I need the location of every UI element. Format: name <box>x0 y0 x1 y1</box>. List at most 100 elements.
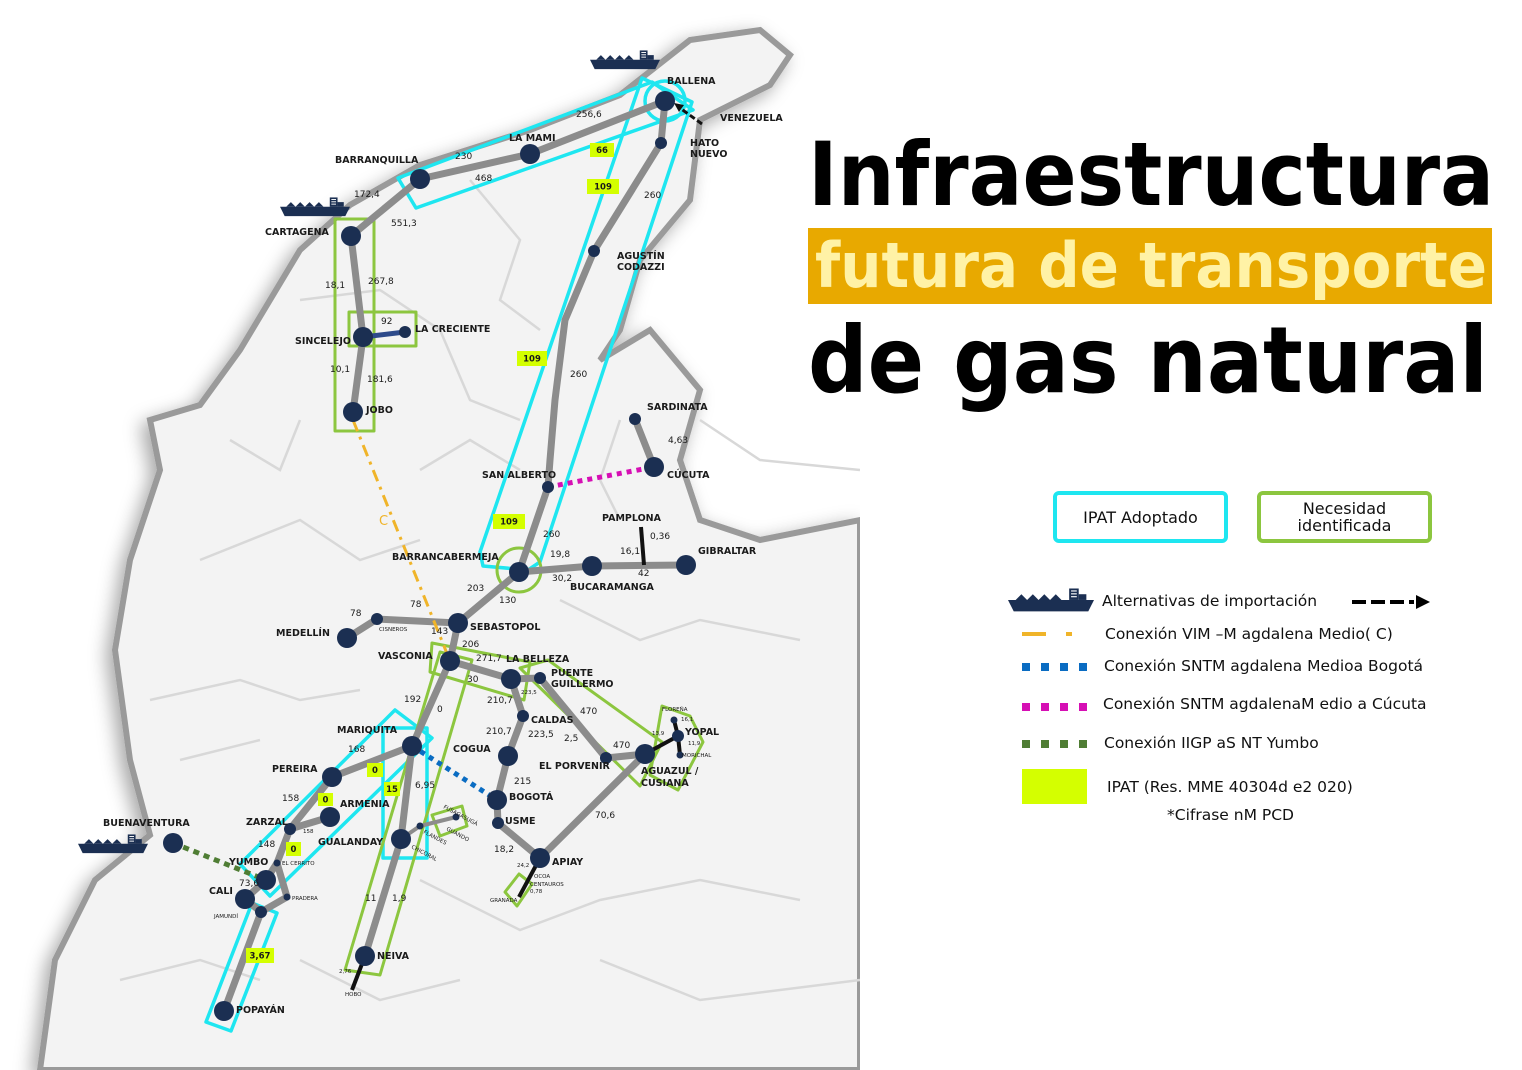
flow-value: 158 <box>282 794 299 804</box>
ipat-value: 0 <box>291 845 297 855</box>
pipeline-black <box>639 526 646 566</box>
flow-value: 551,3 <box>391 219 417 229</box>
flow-value: 192 <box>404 695 421 705</box>
pipeline-segment <box>454 568 523 627</box>
ship-icon-cartagena <box>280 197 350 217</box>
iigp-line-icon <box>1022 740 1088 748</box>
flow-value: 92 <box>381 317 392 327</box>
ipat-adopted-legend-box: IPAT Adoptado <box>1053 491 1228 543</box>
node-small <box>672 730 684 742</box>
node-tiny <box>283 893 291 901</box>
flow-value: 78 <box>350 609 362 619</box>
ship-icon-ballena <box>590 50 660 70</box>
title-line-3: de gas natural <box>808 307 1488 414</box>
vim-connection <box>351 419 452 662</box>
flow-value: 256,6 <box>576 110 602 120</box>
node-tiny <box>273 859 281 867</box>
need-identified-outline <box>648 704 705 792</box>
node-large <box>440 651 460 671</box>
flow-value: 19,8 <box>550 550 570 560</box>
flow-value: 468 <box>475 174 492 184</box>
legend-sntm-bogota-label: Conexión SNTM agdalena Medioa Bogotá <box>1104 657 1424 675</box>
ipat-badge <box>384 782 400 796</box>
dashed-arrow-icon <box>1352 595 1430 609</box>
node-small <box>492 817 504 829</box>
node-large <box>337 628 357 648</box>
small-label: 11,9 <box>688 741 701 747</box>
city-label: MEDELLÍN <box>276 627 330 639</box>
ipat-adopted-label: IPAT Adoptado <box>1083 507 1198 527</box>
flow-value: 148 <box>258 840 275 850</box>
city-label: VENEZUELA <box>720 113 783 124</box>
legend-iigp: Conexión IIGP aS NT Yumbo <box>1008 734 1488 756</box>
node-small <box>655 137 667 149</box>
ipat-badge <box>590 143 614 157</box>
vim-line-icon <box>1022 632 1072 636</box>
node-large <box>635 744 655 764</box>
small-label: OCOA <box>534 874 550 880</box>
pipeline-segment <box>347 97 669 240</box>
flow-value: 203 <box>467 584 484 594</box>
flow-value: 4,63 <box>668 436 688 446</box>
node-small <box>517 710 529 722</box>
legend-vim-label: Conexión VIM –M agdalena Medio( C) <box>1105 625 1393 643</box>
ipat-badge <box>318 793 333 806</box>
legend-note-label: *Cifrase nM PCD <box>1167 806 1294 824</box>
flow-value: 10,1 <box>330 365 350 375</box>
ipat-badge <box>246 948 274 963</box>
flow-value: 6,95 <box>415 781 435 791</box>
city-label: BARRANCABERMEJA <box>392 552 499 563</box>
city-label: JOBO <box>365 405 393 416</box>
flow-value: 260 <box>570 370 587 380</box>
city-label: USME <box>505 816 536 827</box>
node-large <box>582 556 602 576</box>
need-identified-outline <box>503 872 534 908</box>
node-large <box>498 746 518 766</box>
flow-value: 215 <box>514 777 531 787</box>
legend-import-label: Alternativas de importación <box>1102 592 1318 610</box>
small-label: EL CERRITO <box>282 861 315 867</box>
flow-value: 130 <box>499 596 516 606</box>
node-large <box>487 790 507 810</box>
city-label: GUALANDAY <box>318 837 383 848</box>
city-label: LA CRECIENTE <box>415 324 490 335</box>
node-tiny <box>670 716 678 724</box>
city-label: APIAY <box>552 857 583 868</box>
node-small <box>284 823 296 835</box>
flow-value: 30 <box>467 675 479 685</box>
city-label: HATO <box>690 138 719 149</box>
node-large <box>163 833 183 853</box>
small-label: 158 <box>303 829 314 835</box>
flow-value: 0 <box>437 705 443 715</box>
flow-value: 1,9 <box>392 894 407 904</box>
need-line-1: Necesidad <box>1302 499 1387 518</box>
flow-value: 11 <box>365 894 376 904</box>
small-label: 2,76 <box>339 969 352 975</box>
legend-sntm-cucuta-label: Conexión SNTM agdalenaM edio a Cúcuta <box>1103 695 1427 713</box>
flow-value: 2,5 <box>564 734 578 744</box>
ipat-value: 109 <box>594 183 612 193</box>
nodes <box>163 91 696 1021</box>
ipat-value: 15 <box>386 785 398 795</box>
city-label: CUSIANA <box>641 778 689 789</box>
small-label: MORICHAL <box>682 753 712 759</box>
ipat-value: 0 <box>323 796 329 806</box>
node-large <box>448 613 468 633</box>
city-label: MARIQUITA <box>337 725 398 736</box>
flow-value: 267,8 <box>368 277 394 287</box>
page-title: Infraestructura futura de transporte de … <box>808 123 1494 414</box>
city-label: LA MAMI <box>509 133 556 144</box>
city-label: CÚCUTA <box>667 469 710 481</box>
flow-value: 271,7 <box>476 654 502 664</box>
sntm-bogota-line-icon <box>1022 663 1088 671</box>
city-label: ZARZAL <box>246 817 288 828</box>
ipat-badge <box>493 514 525 529</box>
flow-value: 172,4 <box>354 190 380 200</box>
ipat-badge <box>587 179 619 194</box>
flow-value: 230 <box>455 152 472 162</box>
flow-value: 16,1 <box>620 547 640 557</box>
node-large <box>214 1001 234 1021</box>
city-label: SINCELEJO <box>295 336 351 347</box>
flow-value: 73,6 <box>239 879 259 889</box>
